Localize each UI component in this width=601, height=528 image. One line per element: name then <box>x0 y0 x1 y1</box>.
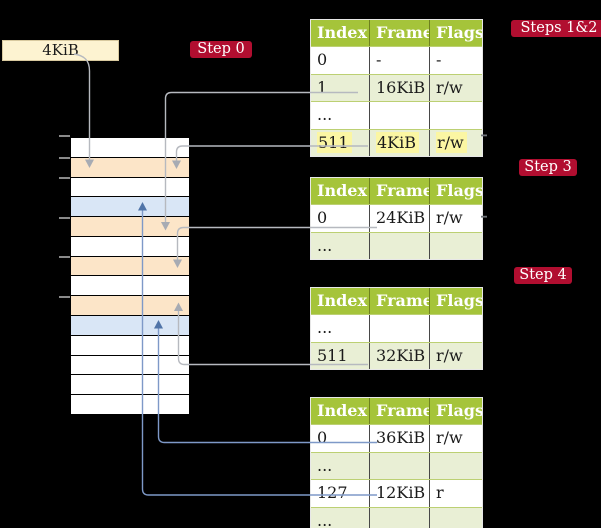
root-pointer-label: 4KiB <box>42 41 79 59</box>
cell-flags: r/w <box>436 77 463 97</box>
memory-frame-row <box>71 316 189 336</box>
address-tick <box>59 295 70 298</box>
header-index: Index <box>317 23 368 42</box>
header-flags: Flags <box>429 20 482 46</box>
cell-frame: - <box>376 50 382 69</box>
page-table-step-4-upper: Index Frame Flags ... 511 32KiB r/w <box>310 287 483 371</box>
address-tick <box>59 156 70 159</box>
badge-step-3: Step 3 <box>519 159 577 176</box>
address-tick <box>59 256 70 258</box>
cell-frame: 16KiB <box>376 77 426 97</box>
table-row: ... <box>311 231 482 260</box>
memory-frame-row <box>71 217 189 237</box>
cell-flags: r/w <box>436 428 463 447</box>
memory-frame-row <box>71 375 189 396</box>
table-header-row: Index Frame Flags <box>311 178 482 204</box>
table-header-row: Index Frame Flags <box>311 20 482 46</box>
table-row: ... <box>311 451 482 480</box>
page-table-step-4-lower: Index Frame Flags 0 36KiB r/w ... 127 12… <box>310 397 483 528</box>
header-flags: Flags <box>429 178 482 204</box>
table-row: ... <box>311 314 482 342</box>
table-header-row: Index Frame Flags <box>311 288 482 314</box>
cell-frame: 24KiB <box>376 208 426 227</box>
page-table-steps-1-2: Index Frame Flags 0 - - 1 16KiB r/w ... … <box>310 19 483 158</box>
address-tick <box>59 176 70 179</box>
memory-frame-row <box>71 335 189 356</box>
memory-frame-row <box>71 236 189 257</box>
header-frame: Frame <box>369 20 429 46</box>
cell-flags: r/w <box>436 208 463 227</box>
header-frame: Frame <box>369 398 429 424</box>
cell-index: 0 <box>317 428 328 447</box>
cell-index: ... <box>317 105 333 125</box>
header-frame: Frame <box>369 288 429 314</box>
memory-frame-row <box>71 138 189 158</box>
cell-frame: 32KiB <box>376 345 426 365</box>
memory-frame-row <box>71 355 189 376</box>
header-index: Index <box>317 181 368 200</box>
cell-index: 1 <box>317 77 328 97</box>
cell-index: ... <box>317 318 333 337</box>
table-row: 511 32KiB r/w <box>311 341 482 370</box>
memory-frame-row <box>71 197 189 218</box>
header-frame: Frame <box>369 178 429 204</box>
badge-steps-1-2: Steps 1&2 <box>511 20 601 37</box>
root-pointer-box: 4KiB <box>2 40 119 61</box>
table-row: 511 4KiB r/w <box>311 128 482 157</box>
table-row: 0 36KiB r/w <box>311 424 482 452</box>
memory-frame-row <box>71 296 189 317</box>
memory-frame-row <box>71 256 189 277</box>
header-flags: Flags <box>429 398 482 424</box>
cell-flags: r/w <box>436 131 467 153</box>
address-tick <box>59 216 70 219</box>
header-index: Index <box>317 401 368 420</box>
header-flags: Flags <box>429 288 482 314</box>
address-tick <box>59 135 70 137</box>
cell-frame: 4KiB <box>376 131 420 153</box>
badge-step-4: Step 4 <box>514 267 572 284</box>
cell-index: 127 <box>317 483 348 503</box>
cell-flags: r <box>436 483 444 503</box>
cell-frame: 36KiB <box>376 428 426 447</box>
physical-memory-column <box>70 137 190 415</box>
table-row: 1 16KiB r/w <box>311 73 482 102</box>
table-row: 0 - - <box>311 46 482 74</box>
header-index: Index <box>317 291 368 310</box>
table-row: 0 24KiB r/w <box>311 204 482 232</box>
cell-index: 511 <box>317 131 352 153</box>
memory-frame-row <box>71 177 189 198</box>
table-row: ... <box>311 506 482 528</box>
memory-frame-row <box>71 157 189 178</box>
page-table-step-3: Index Frame Flags 0 24KiB r/w ... <box>310 177 483 261</box>
cell-index: ... <box>317 235 333 255</box>
badge-step-0: Step 0 <box>190 41 252 58</box>
cell-index: 0 <box>317 208 328 227</box>
cell-flags: - <box>436 50 442 69</box>
cell-index: 511 <box>317 345 348 365</box>
cell-frame: 12KiB <box>376 483 426 503</box>
cell-index: 0 <box>317 50 328 69</box>
memory-frame-row <box>71 395 189 414</box>
cell-index: ... <box>317 455 333 475</box>
table-row: 127 12KiB r <box>311 479 482 507</box>
memory-frame-row <box>71 276 189 297</box>
table-header-row: Index Frame Flags <box>311 398 482 424</box>
cell-flags: r/w <box>436 345 463 365</box>
cell-index: ... <box>317 510 333 528</box>
table-row: ... <box>311 101 482 129</box>
